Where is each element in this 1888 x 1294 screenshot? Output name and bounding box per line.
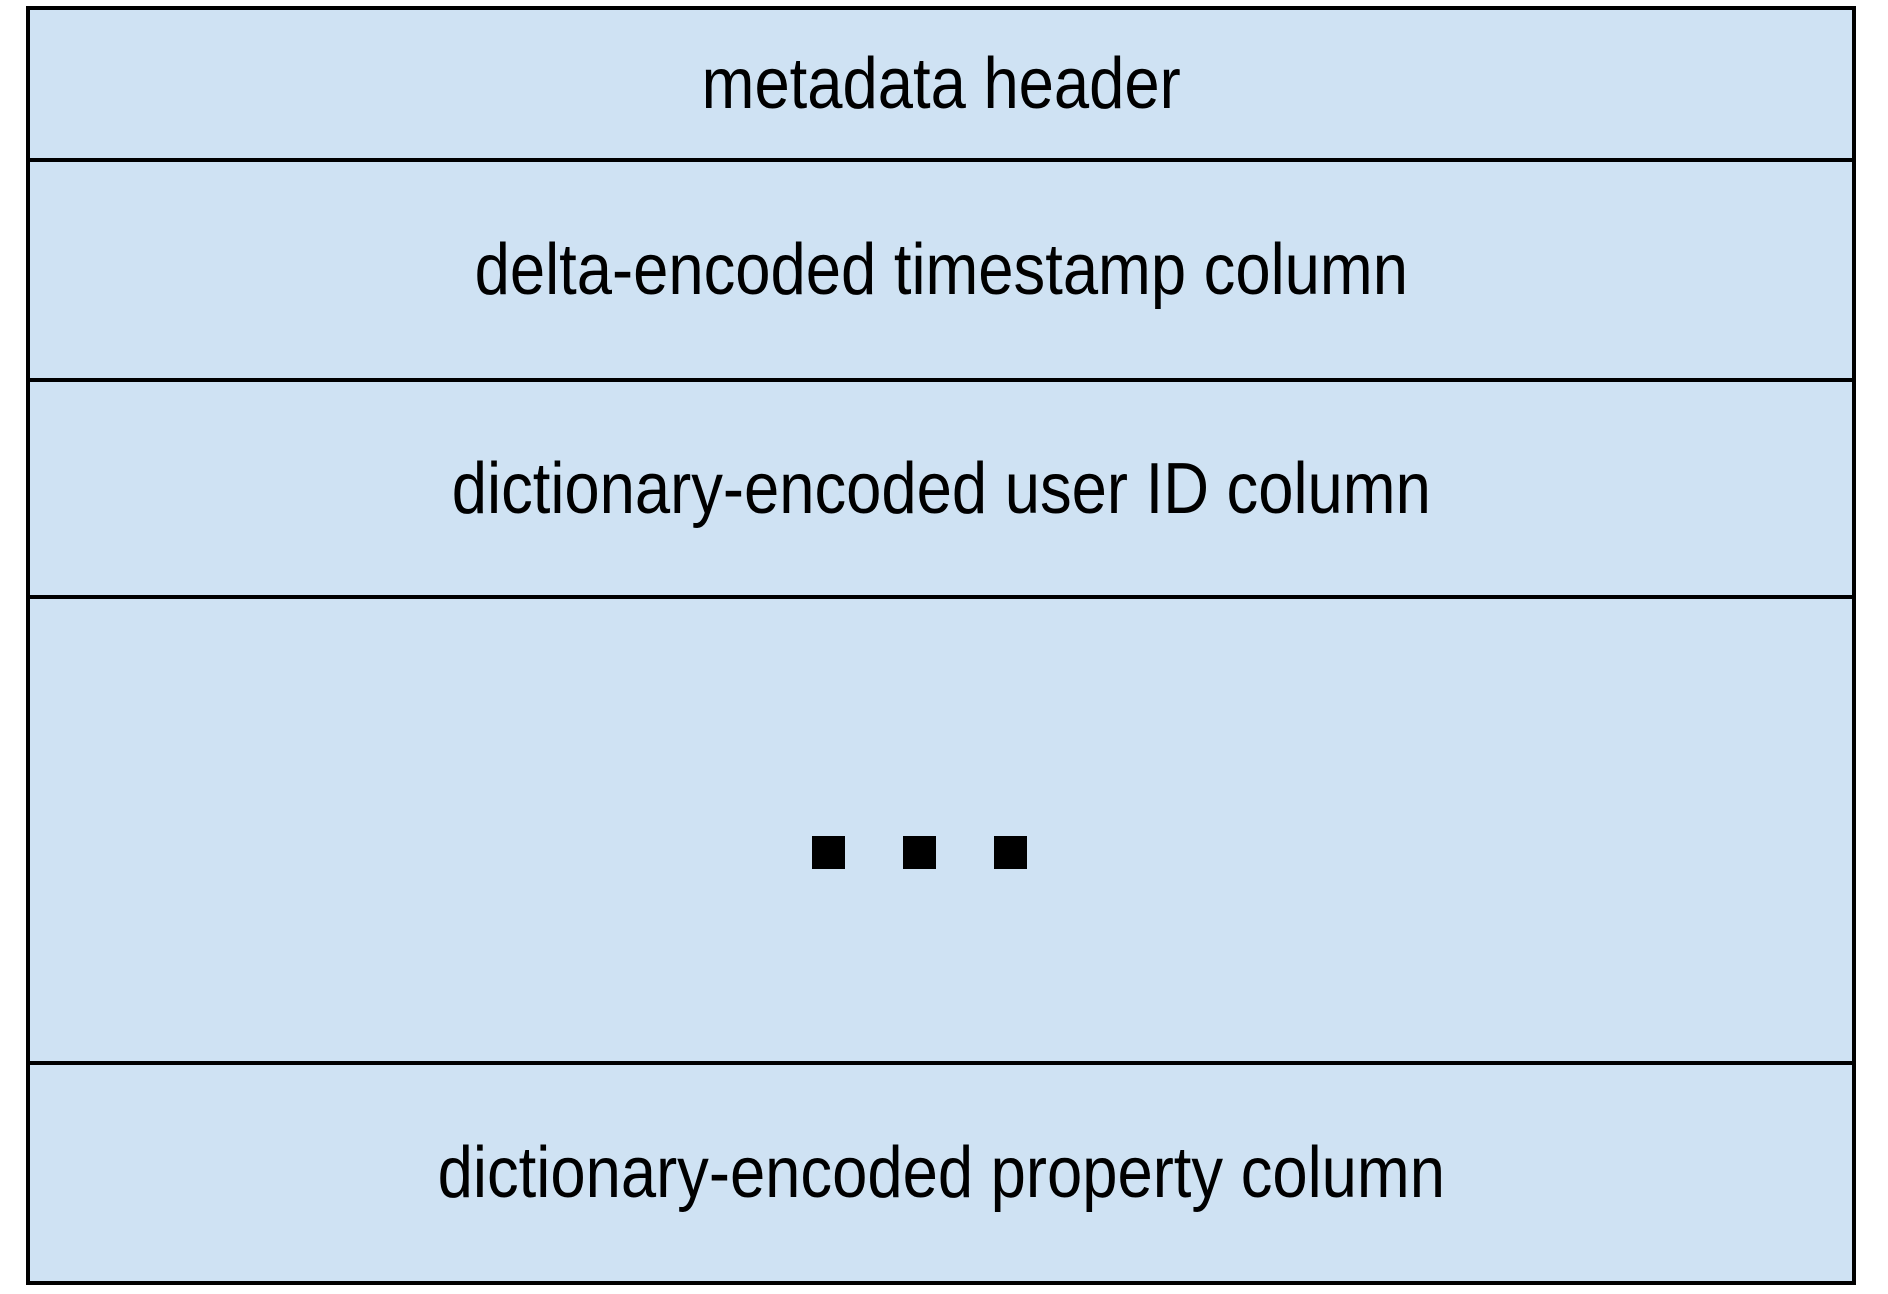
layer-timestamp-column: delta-encoded timestamp column: [30, 162, 1852, 382]
layer-metadata-header: metadata header: [30, 10, 1852, 162]
ellipsis-square: [811, 835, 845, 869]
layer-label-property-column: dictionary-encoded property column: [437, 1133, 1445, 1213]
layer-label-user-id-column: dictionary-encoded user ID column: [451, 448, 1431, 529]
layer-user-id-column: dictionary-encoded user ID column: [30, 382, 1852, 599]
layer-label-timestamp-column: delta-encoded timestamp column: [474, 230, 1408, 310]
ellipsis-icon: [811, 835, 1027, 869]
ellipsis-square: [902, 835, 936, 869]
layer-property-column: dictionary-encoded property column: [30, 1065, 1852, 1281]
layer-label-metadata-header: metadata header: [701, 44, 1181, 124]
layer-ellipsis: [30, 599, 1852, 1065]
ellipsis-square: [993, 835, 1027, 869]
file-layout-diagram: metadata header delta-encoded timestamp …: [26, 6, 1856, 1285]
